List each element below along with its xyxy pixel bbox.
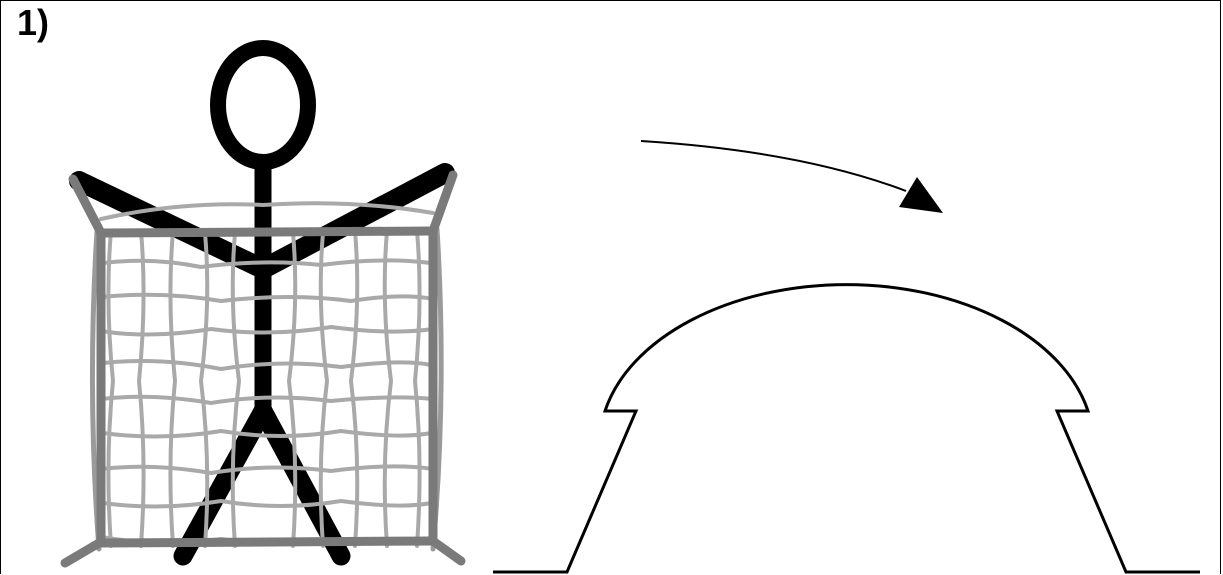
arrow-head bbox=[899, 177, 943, 213]
curved-arrow-icon bbox=[641, 141, 943, 213]
figure-head bbox=[218, 48, 308, 162]
stick-figure-icon bbox=[79, 48, 445, 556]
dome-profile-icon bbox=[493, 285, 1200, 572]
